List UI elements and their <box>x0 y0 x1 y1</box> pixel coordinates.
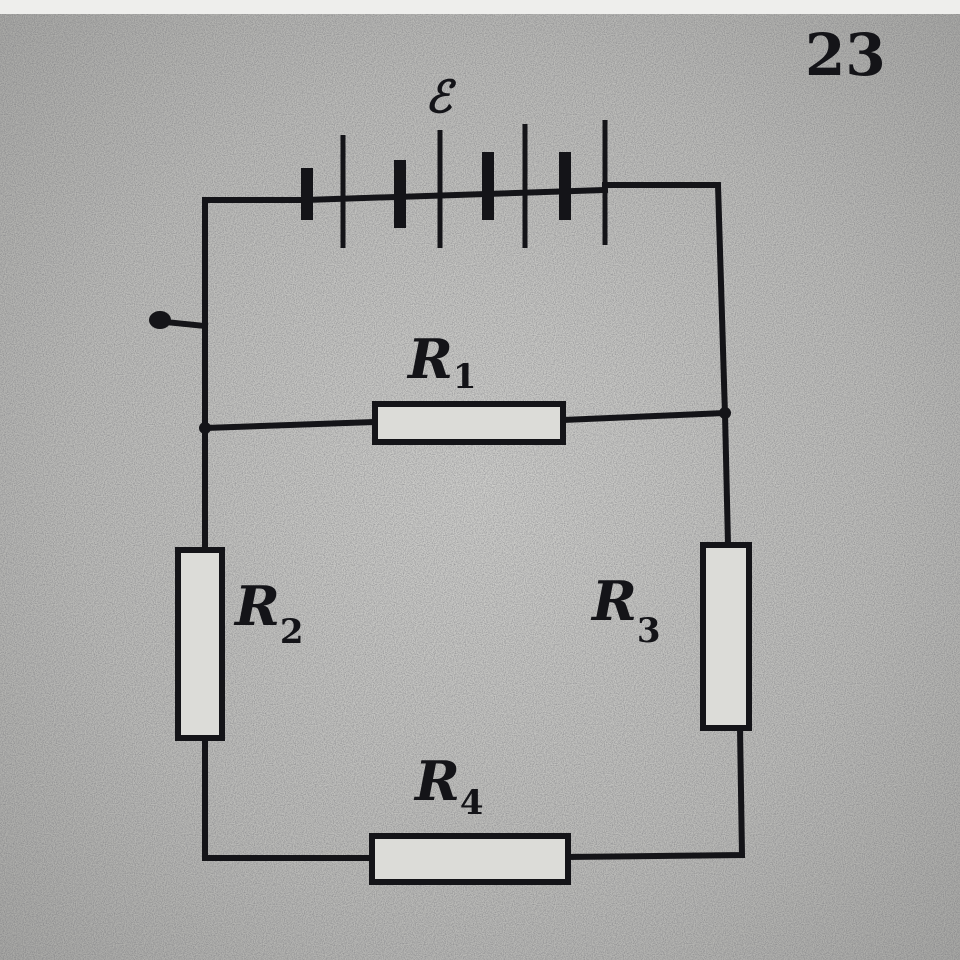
resistor-r4: R4 <box>369 749 571 885</box>
resistor-r1: R1 <box>199 327 731 445</box>
svg-text:R1: R1 <box>406 327 477 397</box>
resistor-r3: R3 <box>564 409 752 861</box>
battery <box>202 120 729 548</box>
page-top-edge <box>0 0 960 14</box>
svg-text:R2: R2 <box>233 574 304 652</box>
wire-right-top <box>602 182 729 419</box>
problem-number: 23 <box>805 21 886 89</box>
battery-cells <box>301 120 608 248</box>
resistor-r2: R2 <box>175 425 375 861</box>
svg-text:R3: R3 <box>590 569 661 651</box>
battery-link <box>301 186 609 204</box>
svg-text:R4: R4 <box>413 749 484 823</box>
terminal <box>149 311 209 330</box>
